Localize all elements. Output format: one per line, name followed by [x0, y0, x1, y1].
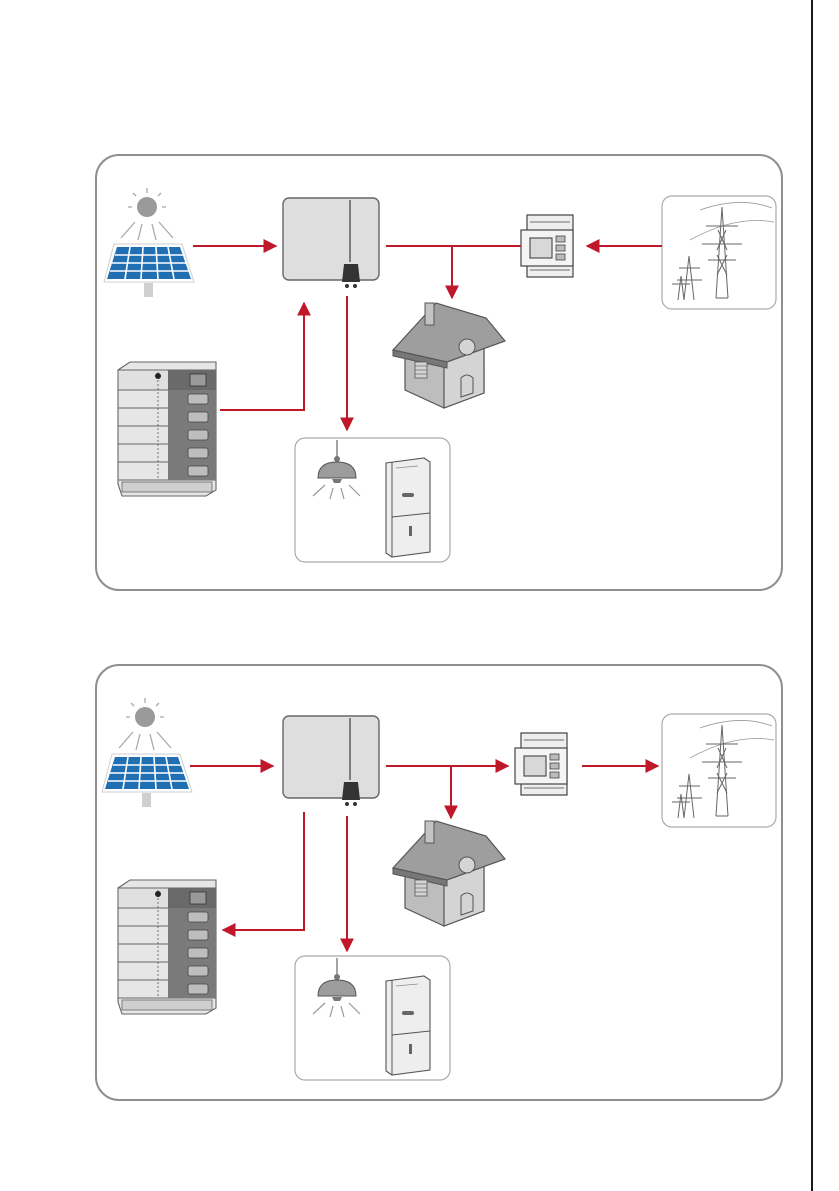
meter-top — [521, 215, 573, 277]
meter-bottom — [515, 733, 567, 795]
grid-top — [662, 196, 776, 309]
diagram-bottom — [102, 698, 776, 1080]
battery-top — [118, 362, 216, 496]
loads-top — [295, 438, 450, 562]
house-bottom — [393, 821, 505, 926]
inverter-bottom — [283, 716, 379, 806]
solar-unit-bottom — [102, 698, 192, 807]
arrow-inverter-to-battery — [223, 812, 304, 930]
grid-bottom — [662, 714, 776, 827]
battery-bottom — [118, 880, 216, 1014]
arrow-battery-to-inverter — [220, 303, 304, 410]
inverter-top — [283, 198, 379, 288]
house-top — [393, 303, 505, 408]
diagram-top — [104, 188, 776, 562]
solar-unit-top — [104, 188, 194, 297]
loads-bottom — [295, 956, 450, 1080]
